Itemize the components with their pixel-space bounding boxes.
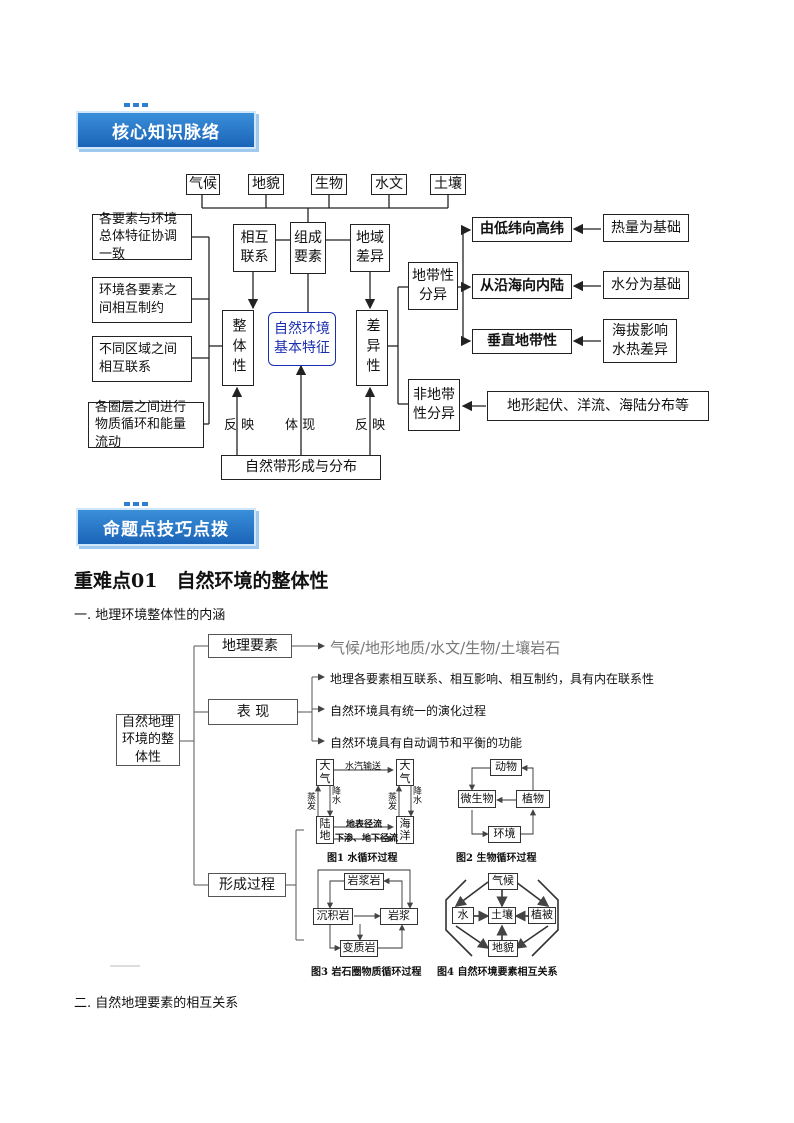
factor-landform: 地貌 [248,174,284,195]
box-chayi: 差异性 [356,310,388,386]
box-natural-zones: 自然带形成与分布 [221,455,381,480]
section-banner-tips: 命题点技巧点拨 [76,508,256,546]
fig1-atmos-1: 大气 [316,759,334,786]
fig4-water: 水 [452,907,474,924]
page-heading: 重难点01 自然环境的整体性 [74,570,329,592]
fig1-evap-2: 蒸发 [388,793,398,813]
tree-elements-list: 气候/地形地质/水文/生物/土壤岩石 [330,639,561,657]
factor-hydrology: 水文 [371,174,407,195]
fig1-surface-flow: 地表径流 [346,820,383,830]
label-fanying-2: 反 映 [355,418,386,433]
note-restriction: 环境各要素之间相互制约 [92,277,192,323]
box-zonal: 地带性分异 [408,262,458,310]
fig2-plant: 植物 [516,790,550,808]
note-coordination: 各要素与环境总体特征协调一致 [92,212,192,262]
label-tixian: 体 现 [285,418,316,433]
tree-node-performance: 表 现 [208,699,298,725]
fig4-caption: 图4 自然环境要素相互关系 [437,967,558,978]
tree-item-1: 地理各要素相互联系、相互影响、相互制约，具有内在联系性 [330,672,655,686]
box-zucheng: 组成要素 [290,222,326,274]
tree-item-2: 自然环境具有统一的演化过程 [330,704,487,718]
tree-root: 自然地理环境的整体性 [116,714,180,766]
box-diyu: 地域差异 [350,224,390,272]
tree-node-process: 形成过程 [208,873,286,897]
fig1-atmos-2: 大气 [396,759,414,786]
box-nonzonal-causes: 地形起伏、洋流、海陆分布等 [487,391,709,421]
fig2-environment: 环境 [488,826,521,843]
box-center: 自然环境基本特征 [268,312,336,366]
box-zhengti: 整体性 [222,310,254,386]
fig2-microbe: 微生物 [458,790,496,808]
box-vertical: 垂直地带性 [472,329,572,354]
fig1-land: 陆地 [316,816,334,844]
fig4-vegetation: 植被 [528,907,556,924]
tree-item-3: 自然环境具有自动调节和平衡的功能 [330,736,523,750]
label-fanying-1: 反 映 [224,418,255,433]
box-coastal: 从沿海向内陆 [472,274,572,299]
factor-soil: 土壤 [430,174,466,195]
note-cycles: 各圈层之间进行物质循环和能量流动 [88,400,204,450]
fig4-soil: 土壤 [488,907,516,924]
fig1-vapor: 水汽输送 [345,762,382,772]
fig1-evap-1: 蒸发 [307,793,317,813]
fig1-caption: 图1 水循环过程 [327,853,398,864]
box-latitude: 由低纬向高纬 [472,217,572,242]
fig3-magmatic: 岩浆岩 [344,873,384,890]
fig3-metamorphic: 变质岩 [340,940,378,957]
subheading-2: 二. 自然地理要素的相互关系 [74,996,239,1011]
box-water: 水分为基础 [603,271,689,299]
fig1-rain-2: 降水 [413,787,423,807]
fig3-magma: 岩浆 [380,908,418,925]
factor-climate: 气候 [186,174,220,195]
fig4-climate: 气候 [488,873,518,890]
box-xianghu: 相互联系 [233,224,276,272]
factor-biology: 生物 [311,174,347,195]
fig1-rain-1: 降水 [332,787,342,807]
tree-node-elements: 地理要素 [208,634,292,658]
section-banner-knowledge: 核心知识脉络 [76,111,256,149]
box-heat: 热量为基础 [603,214,689,242]
box-altitude: 海拔影响水热差异 [603,319,677,363]
note-regional-link: 不同区域之间相互联系 [92,336,192,382]
box-nonzonal: 非地带性分异 [408,379,460,431]
fig2-caption: 图2 生物循环过程 [456,853,537,864]
fig3-caption: 图3 岩石圈物质循环过程 [311,967,422,978]
fig1-sea: 海洋 [396,816,414,844]
fig2-animal: 动物 [490,759,522,776]
banner-dots-2 [124,502,148,506]
fig4-landform: 地貌 [488,940,518,957]
fig3-sedimentary: 沉积岩 [313,908,353,925]
fig1-underground-flow: 下渗、地下径流 [335,834,399,844]
banner-dots [124,103,148,107]
subheading-1: 一. 地理环境整体性的内涵 [74,608,226,623]
